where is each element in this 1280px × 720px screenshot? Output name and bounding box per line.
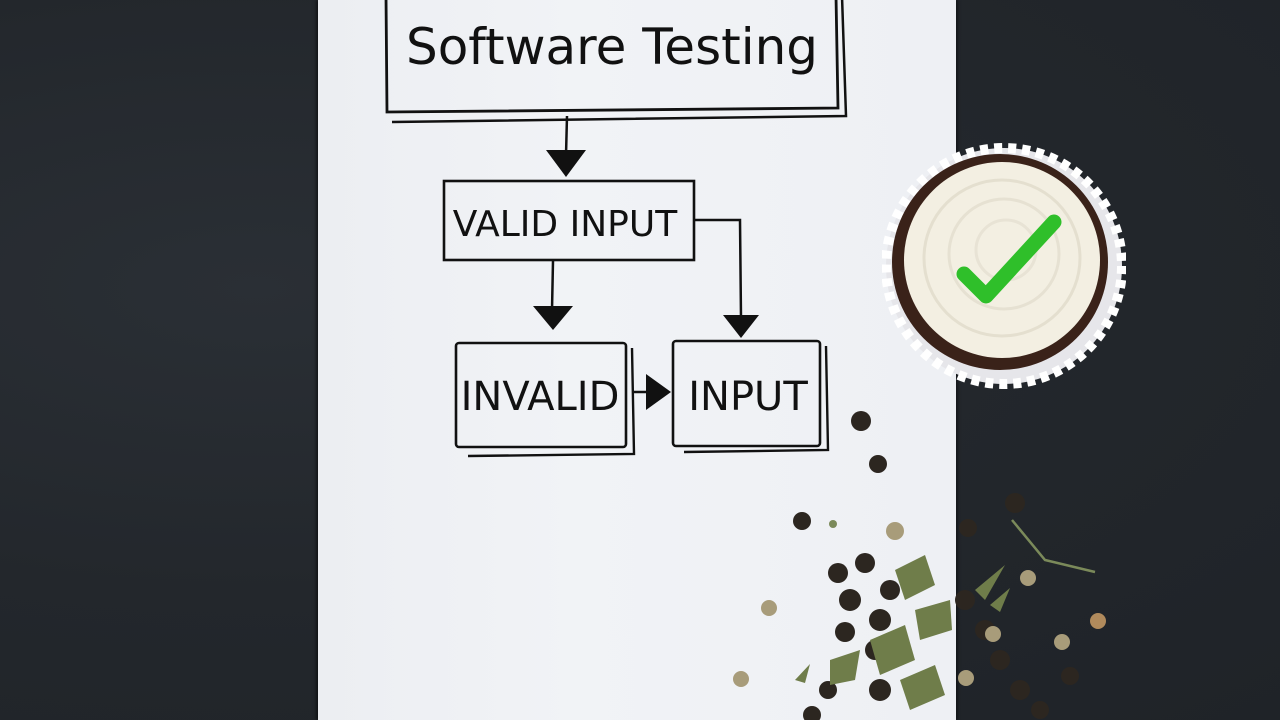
arrow-title-to-valid <box>546 115 586 177</box>
input-label: INPUT <box>688 374 808 420</box>
arrow-valid-to-invalid <box>533 260 573 330</box>
invalid-box: INVALID <box>454 341 636 458</box>
invalid-label: INVALID <box>461 374 620 420</box>
arrow-valid-to-input <box>694 218 759 338</box>
cupcake-frosting <box>904 162 1100 358</box>
valid-input-label: VALID INPUT <box>453 204 678 245</box>
input-box: INPUT <box>671 339 830 454</box>
title-box: Software Testing <box>384 0 848 124</box>
arrow-invalid-to-input <box>634 374 671 410</box>
checkmark-icon <box>956 214 1062 304</box>
flowchart-title: Software Testing <box>406 18 818 76</box>
cupcake <box>882 143 1126 389</box>
